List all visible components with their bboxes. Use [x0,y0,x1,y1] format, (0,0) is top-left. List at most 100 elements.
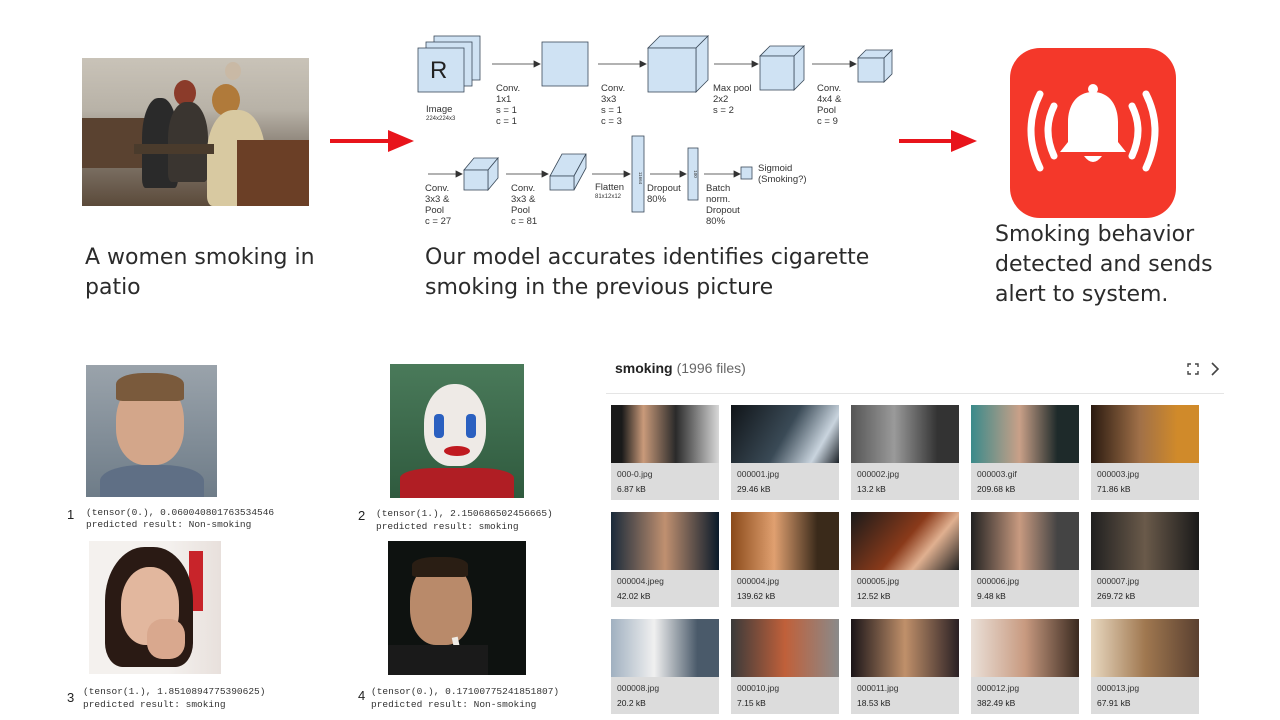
file-info-panel [1091,570,1199,607]
sample-tensor-3: (tensor(1.), 1.8510894775390625) [83,686,266,697]
file-name: 000006.jpg [977,576,1020,586]
file-size: 382.49 kB [977,698,1016,708]
file-name: 000005.jpg [857,576,900,586]
flatten-dims: 81x12x12 [595,194,622,200]
file-name: 000004.jpg [737,576,780,586]
file-name: 000003.gif [977,469,1017,479]
file-size: 139.62 kB [737,591,776,601]
file-tile[interactable]: 000011.jpg 18.53 kB [851,619,959,714]
sample-photo-1 [86,365,217,497]
file-name: 000003.jpg [1097,469,1140,479]
layer-conv1-label: Conv. 1x1 s = 1 c = 1 [496,83,521,127]
layer-dropout-label: Dropout 80% [647,183,681,205]
layer-sigmoid-label: Sigmoid (Smoking?) [758,163,807,185]
file-thumbnail [731,512,839,570]
file-info-panel [611,570,719,607]
sample-result-4: predicted result: Non-smoking [371,699,537,710]
file-name: 000013.jpg [1097,683,1140,693]
file-thumbnail [611,619,719,677]
file-tile[interactable]: 000-0.jpg 6.87 kB [611,405,719,500]
flow-arrow-1 [330,130,414,152]
file-size: 7.15 kB [737,698,766,708]
file-thumbnail [731,405,839,463]
file-name: 000011.jpg [857,683,899,693]
sample-index-1: 1 [67,507,75,522]
flow-arrow-2 [899,130,977,152]
file-name: 000010.jpg [737,683,780,693]
file-size: 269.72 kB [1097,591,1136,601]
layer-conv5-label: Conv. 3x3 & Pool c = 81 [511,183,538,227]
file-thumbnail [971,405,1079,463]
sample-photo-4 [388,541,526,675]
flatten-bar-label: 11664 [638,172,643,185]
sample-photo-2 [390,364,524,498]
folder-header: smoking(1996 files) [615,360,746,376]
file-tile[interactable]: 000005.jpg 12.52 kB [851,512,959,607]
file-name: 000012.jpg [977,683,1020,693]
dense-bar-label: 100 [693,170,698,178]
file-info-panel [1091,463,1199,500]
layer-maxpool-label: Max pool 2x2 s = 2 [713,83,752,116]
file-size: 12.52 kB [857,591,891,601]
layer-batchnorm-label: Batch norm. Dropout 80% [706,183,740,227]
file-size: 29.46 kB [737,484,771,494]
sample-tensor-1: (tensor(0.), 0.060040801763534546 [86,507,275,518]
sample-result-2: predicted result: smoking [376,521,519,532]
file-name: 000-0.jpg [617,469,653,479]
layer-flatten-label: Flatten [595,182,625,193]
file-size: 209.68 kB [977,484,1016,494]
file-thumbnail [611,512,719,570]
file-thumbnail [971,512,1079,570]
layer-conv2-label: Conv. 3x3 s = 1 c = 3 [601,83,626,127]
layer-conv3-label: Conv. 4x4 & Pool c = 9 [817,83,842,127]
input-letter: R [430,57,447,84]
caption-alert: Smoking behavior detected and sends aler… [995,222,1213,307]
file-info-panel [971,570,1079,607]
file-tile[interactable]: 000010.jpg 7.15 kB [731,619,839,714]
file-thumbnail [1091,512,1199,570]
file-info-panel [1091,677,1199,714]
caption-model: Our model accurates identifies cigarette… [425,245,870,300]
header-divider [606,393,1224,394]
file-name: 000001.jpg [737,469,780,479]
file-tile[interactable]: 000003.gif 209.68 kB [971,405,1079,500]
file-thumbnail [851,619,959,677]
file-size: 42.02 kB [617,591,651,601]
file-tile[interactable]: 000004.jpg 139.62 kB [731,512,839,607]
file-size: 6.87 kB [617,484,646,494]
file-count: (1996 files) [676,360,746,376]
file-tile[interactable]: 000002.jpg 13.2 kB [851,405,959,500]
file-tile[interactable]: 000001.jpg 29.46 kB [731,405,839,500]
file-size: 13.2 kB [857,484,886,494]
file-size: 20.2 kB [617,698,646,708]
file-info-panel [851,677,959,714]
file-thumbnail [611,405,719,463]
file-thumbnail [851,512,959,570]
input-dims: 224x224x3 [426,116,456,122]
file-name: 000002.jpg [857,469,900,479]
sample-index-4: 4 [358,688,366,703]
file-info-panel [851,463,959,500]
file-name: 000004.jpeg [617,576,664,586]
file-info-panel [611,463,719,500]
file-info-panel [851,570,959,607]
expand-icon[interactable] [1186,362,1200,376]
file-info-panel [731,570,839,607]
sample-tensor-4: (tensor(0.), 0.17100775241851807) [371,686,560,697]
file-thumbnail [851,405,959,463]
file-size: 18.53 kB [857,698,891,708]
file-size: 67.91 kB [1097,698,1131,708]
file-tile[interactable]: 000012.jpg 382.49 kB [971,619,1079,714]
file-tile[interactable]: 000004.jpeg 42.02 kB [611,512,719,607]
sample-index-2: 2 [358,508,366,523]
file-tile[interactable]: 000013.jpg 67.91 kB [1091,619,1199,714]
cnn-architecture-diagram: R 11664 100 [417,35,893,213]
file-thumbnail [1091,405,1199,463]
chevron-right-icon[interactable] [1208,361,1222,377]
sample-index-3: 3 [67,690,75,705]
input-label: Image [426,104,453,115]
